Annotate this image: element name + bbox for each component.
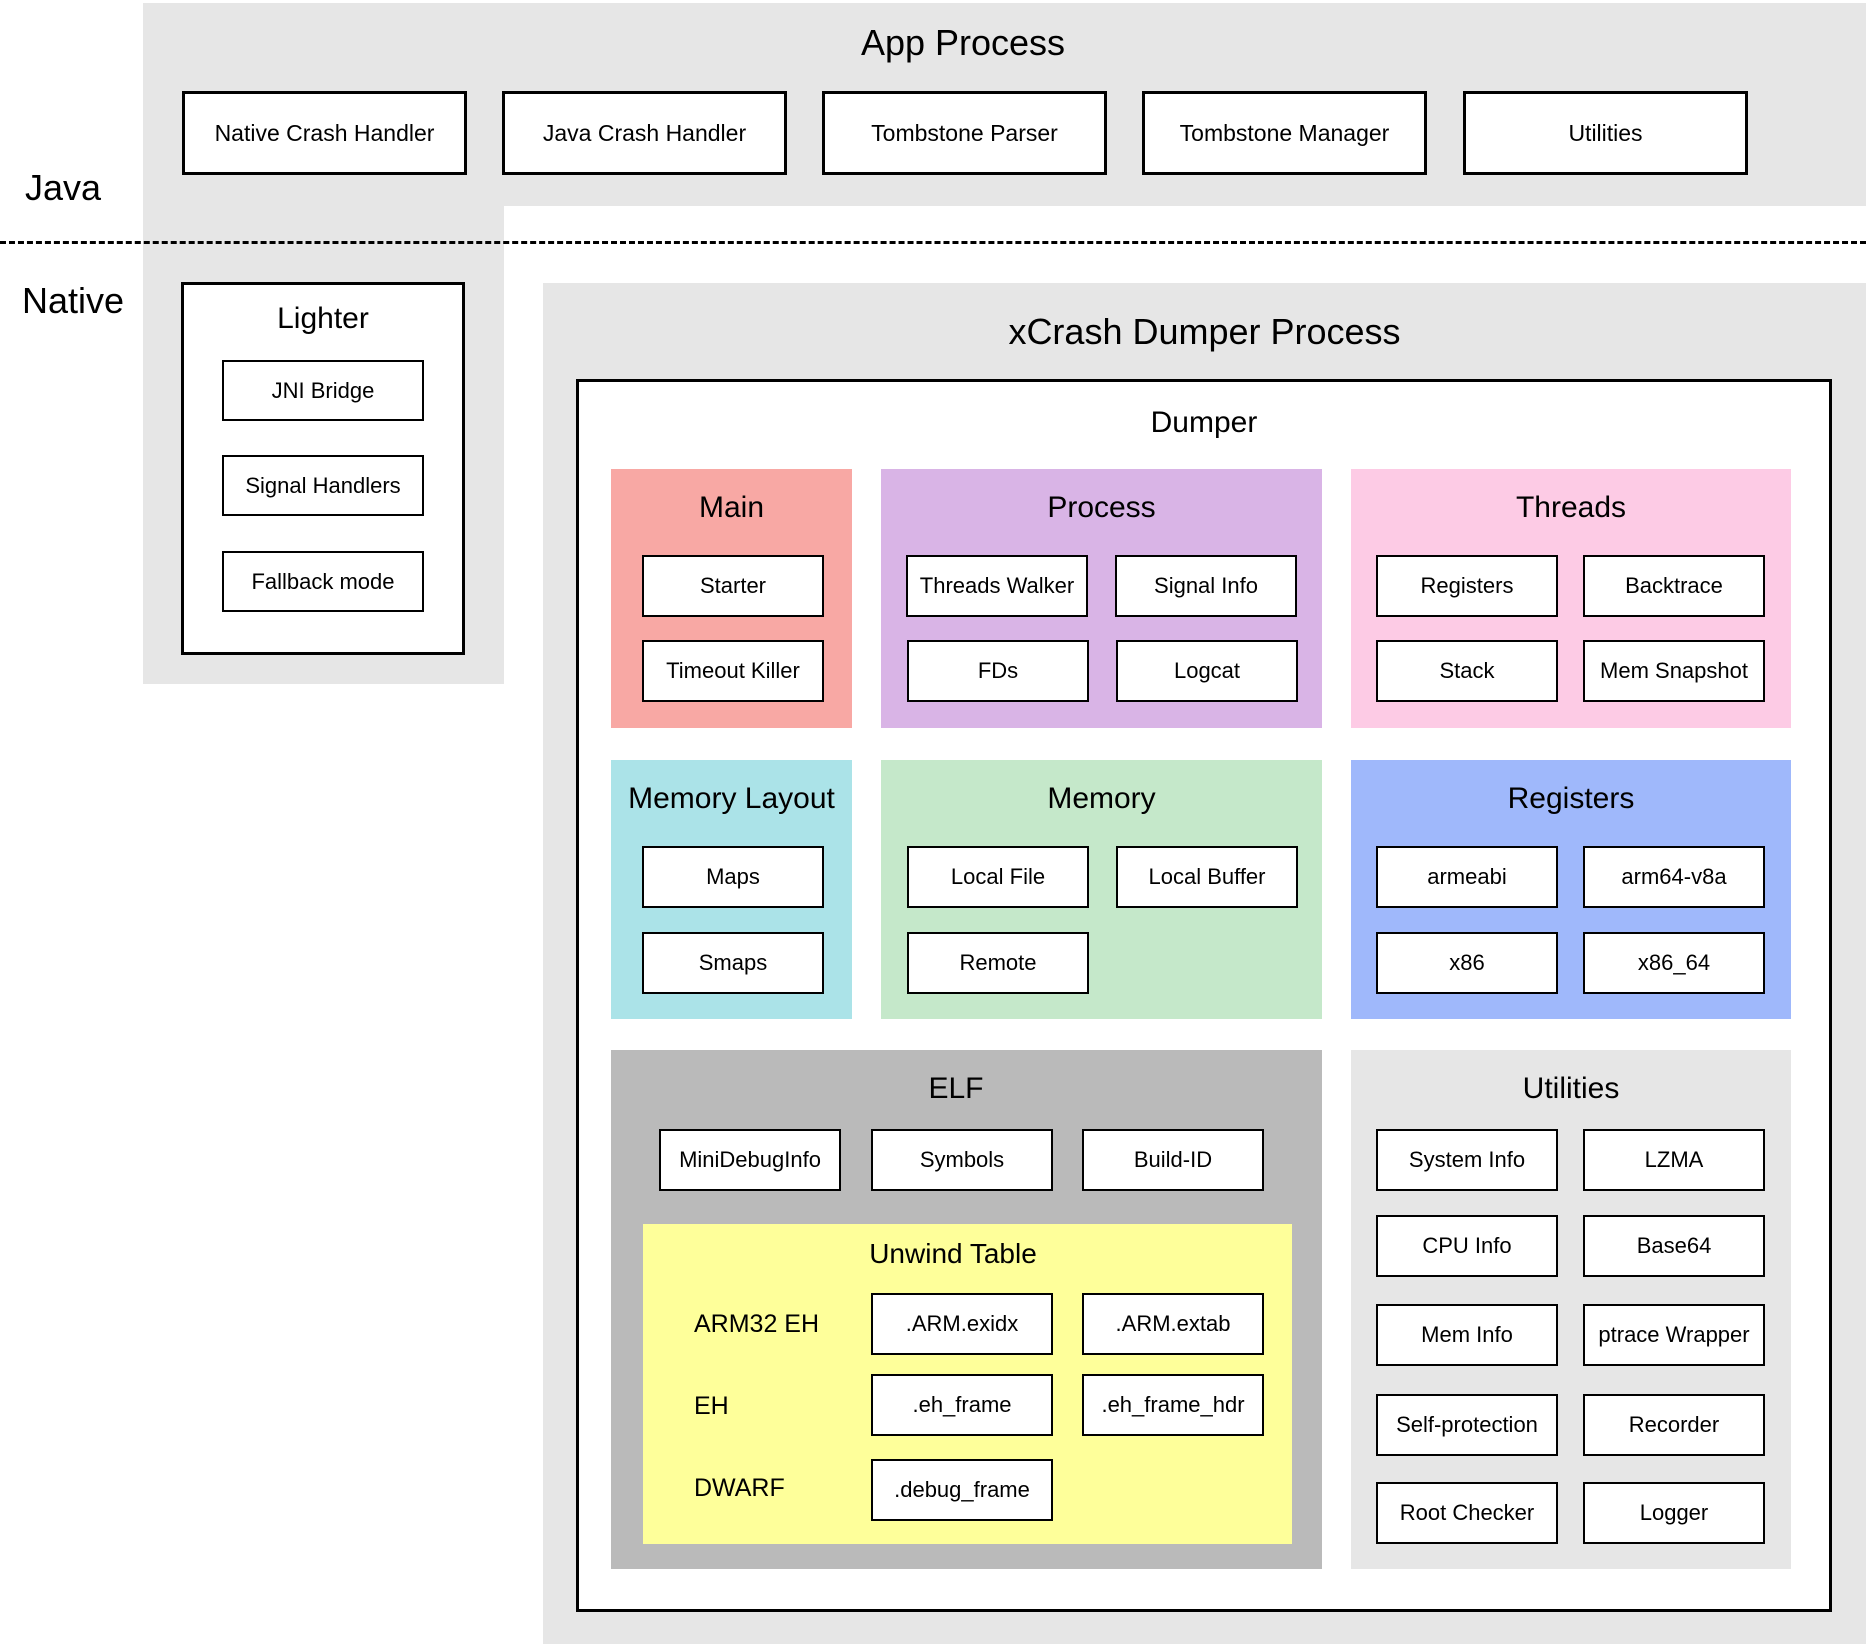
lighter-title: Lighter [277,302,369,335]
lzma: LZMA [1583,1129,1765,1191]
main-title: Main [698,491,765,524]
x86: x86 [1376,932,1558,994]
signal-info: Signal Info [1115,555,1297,617]
eh-row-label: EH [694,1392,729,1420]
arm64-v8a: arm64-v8a [1583,846,1765,908]
jni-bridge: JNI Bridge [222,360,424,421]
symbols: Symbols [871,1129,1053,1191]
backtrace: Backtrace [1583,555,1765,617]
base64: Base64 [1583,1215,1765,1277]
threads-title: Threads [1515,491,1627,524]
layer-divider [0,241,1866,244]
starter: Starter [642,555,824,617]
native-layer-label: Native [22,280,125,321]
elf-title: ELF [928,1072,984,1105]
ptrace-wrapper: ptrace Wrapper [1583,1304,1765,1366]
dumper-title: Dumper [1150,406,1258,439]
app-utilities-module: Utilities [1463,91,1748,175]
app-process-title: App Process [860,22,1066,63]
native-crash-handler-module: Native Crash Handler [182,91,467,175]
dwarf-row-label: DWARF [694,1474,785,1502]
logcat: Logcat [1116,640,1298,702]
dumper-utilities-title: Utilities [1522,1072,1620,1105]
cpu-info: CPU Info [1376,1215,1558,1277]
recorder: Recorder [1583,1394,1765,1456]
local-file: Local File [907,846,1089,908]
dumper-process-title: xCrash Dumper Process [1008,311,1401,352]
memory-layout-title: Memory Layout [628,782,835,815]
arm-exidx: .ARM.exidx [871,1293,1053,1355]
tombstone-manager-module: Tombstone Manager [1142,91,1427,175]
threads-walker: Threads Walker [906,555,1088,617]
java-layer-label: Java [25,167,102,208]
smaps: Smaps [642,932,824,994]
stack: Stack [1376,640,1558,702]
tombstone-parser-module: Tombstone Parser [822,91,1107,175]
fds: FDs [907,640,1089,702]
system-info: System Info [1376,1129,1558,1191]
eh-frame: .eh_frame [871,1374,1053,1436]
java-crash-handler-module: Java Crash Handler [502,91,787,175]
root-checker: Root Checker [1376,1482,1558,1544]
unwind-table-title: Unwind Table [869,1238,1037,1269]
debug-frame: .debug_frame [871,1459,1053,1521]
signal-handlers: Signal Handlers [222,455,424,516]
build-id: Build-ID [1082,1129,1264,1191]
remote: Remote [907,932,1089,994]
mem-info: Mem Info [1376,1304,1558,1366]
x86-64: x86_64 [1583,932,1765,994]
eh-frame-hdr: .eh_frame_hdr [1082,1374,1264,1436]
arm32-eh-row-label: ARM32 EH [694,1310,820,1338]
maps: Maps [642,846,824,908]
threads-registers: Registers [1376,555,1558,617]
self-protection: Self-protection [1376,1394,1558,1456]
process-title: Process [1047,491,1156,524]
registers-title: Registers [1507,782,1635,815]
local-buffer: Local Buffer [1116,846,1298,908]
logger: Logger [1583,1482,1765,1544]
arm-extab: .ARM.extab [1082,1293,1264,1355]
minidebuginfo: MiniDebugInfo [659,1129,841,1191]
mem-snapshot: Mem Snapshot [1583,640,1765,702]
fallback-mode: Fallback mode [222,551,424,612]
armeabi: armeabi [1376,846,1558,908]
timeout-killer: Timeout Killer [642,640,824,702]
memory-title: Memory [1047,782,1156,815]
